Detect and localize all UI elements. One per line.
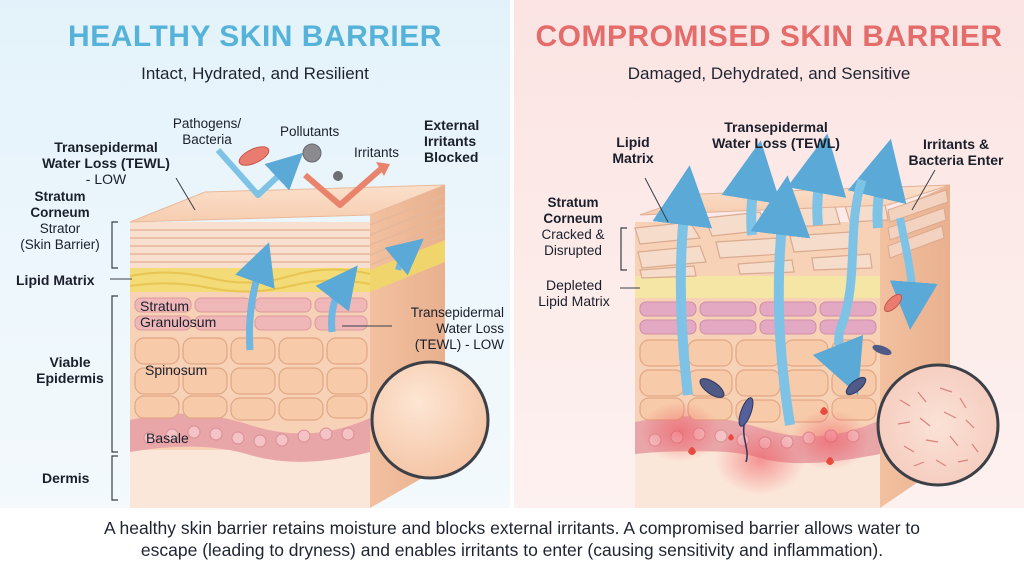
caption: A healthy skin barrier retains moisture … (0, 510, 1024, 572)
pathogens-label: Pathogens/ Bacteria (172, 116, 242, 147)
compromised-subtitle: Damaged, Dehydrated, and Sensitive (627, 64, 911, 83)
dermis-label: Dermis (42, 470, 90, 486)
healthy-stratum-corneum-label: Stratum Corneum Strator (Skin Barrier) (20, 189, 100, 252)
caption-line-2: escape (leading to dryness) and enables … (140, 540, 884, 560)
healthy-tewl-low-label: Transepidermal Water Loss (TEWL) - LOW (410, 305, 504, 352)
irritants-label: Irritants (354, 145, 400, 160)
irritants-blocked-label: External Irritants Blocked (424, 117, 480, 165)
granulosum-label: Stratum Granulosum (140, 298, 217, 330)
compromised-title: COMPROMISED SKIN BARRIER (535, 20, 1003, 53)
depleted-lipid-label: Depleted Lipid Matrix (538, 277, 610, 309)
basale-label: Basale (146, 430, 189, 446)
spinosum-label: Spinosum (145, 362, 208, 378)
pollutants-label: Pollutants (280, 124, 340, 139)
healthy-lipid-label: Lipid Matrix (16, 272, 95, 288)
compromised-skin-block (620, 133, 1000, 508)
caption-line-1: A healthy skin barrier retains moisture … (103, 518, 921, 538)
healthy-subtitle: Intact, Hydrated, and Resilient (141, 64, 369, 83)
panel-divider (510, 0, 514, 508)
skin-diagrams (110, 133, 1000, 508)
healthy-tewl-label: Transepidermal Water Loss (TEWL) - LOW (42, 139, 170, 187)
viable-epidermis-label: Viable Epidermis (36, 354, 104, 386)
compromised-stratum-corneum-label: Stratum Corneum Cracked & Disrupted (541, 195, 605, 258)
compromised-tewl-label: Transepidermal Water Loss (TEWL) (712, 119, 840, 151)
healthy-skin-block (110, 143, 490, 508)
compromised-lipid-label: Lipid Matrix (612, 134, 654, 166)
irritants-enter-label: Irritants & Bacteria Enter (908, 136, 1004, 168)
healthy-title: HEALTHY SKIN BARRIER (68, 20, 442, 53)
